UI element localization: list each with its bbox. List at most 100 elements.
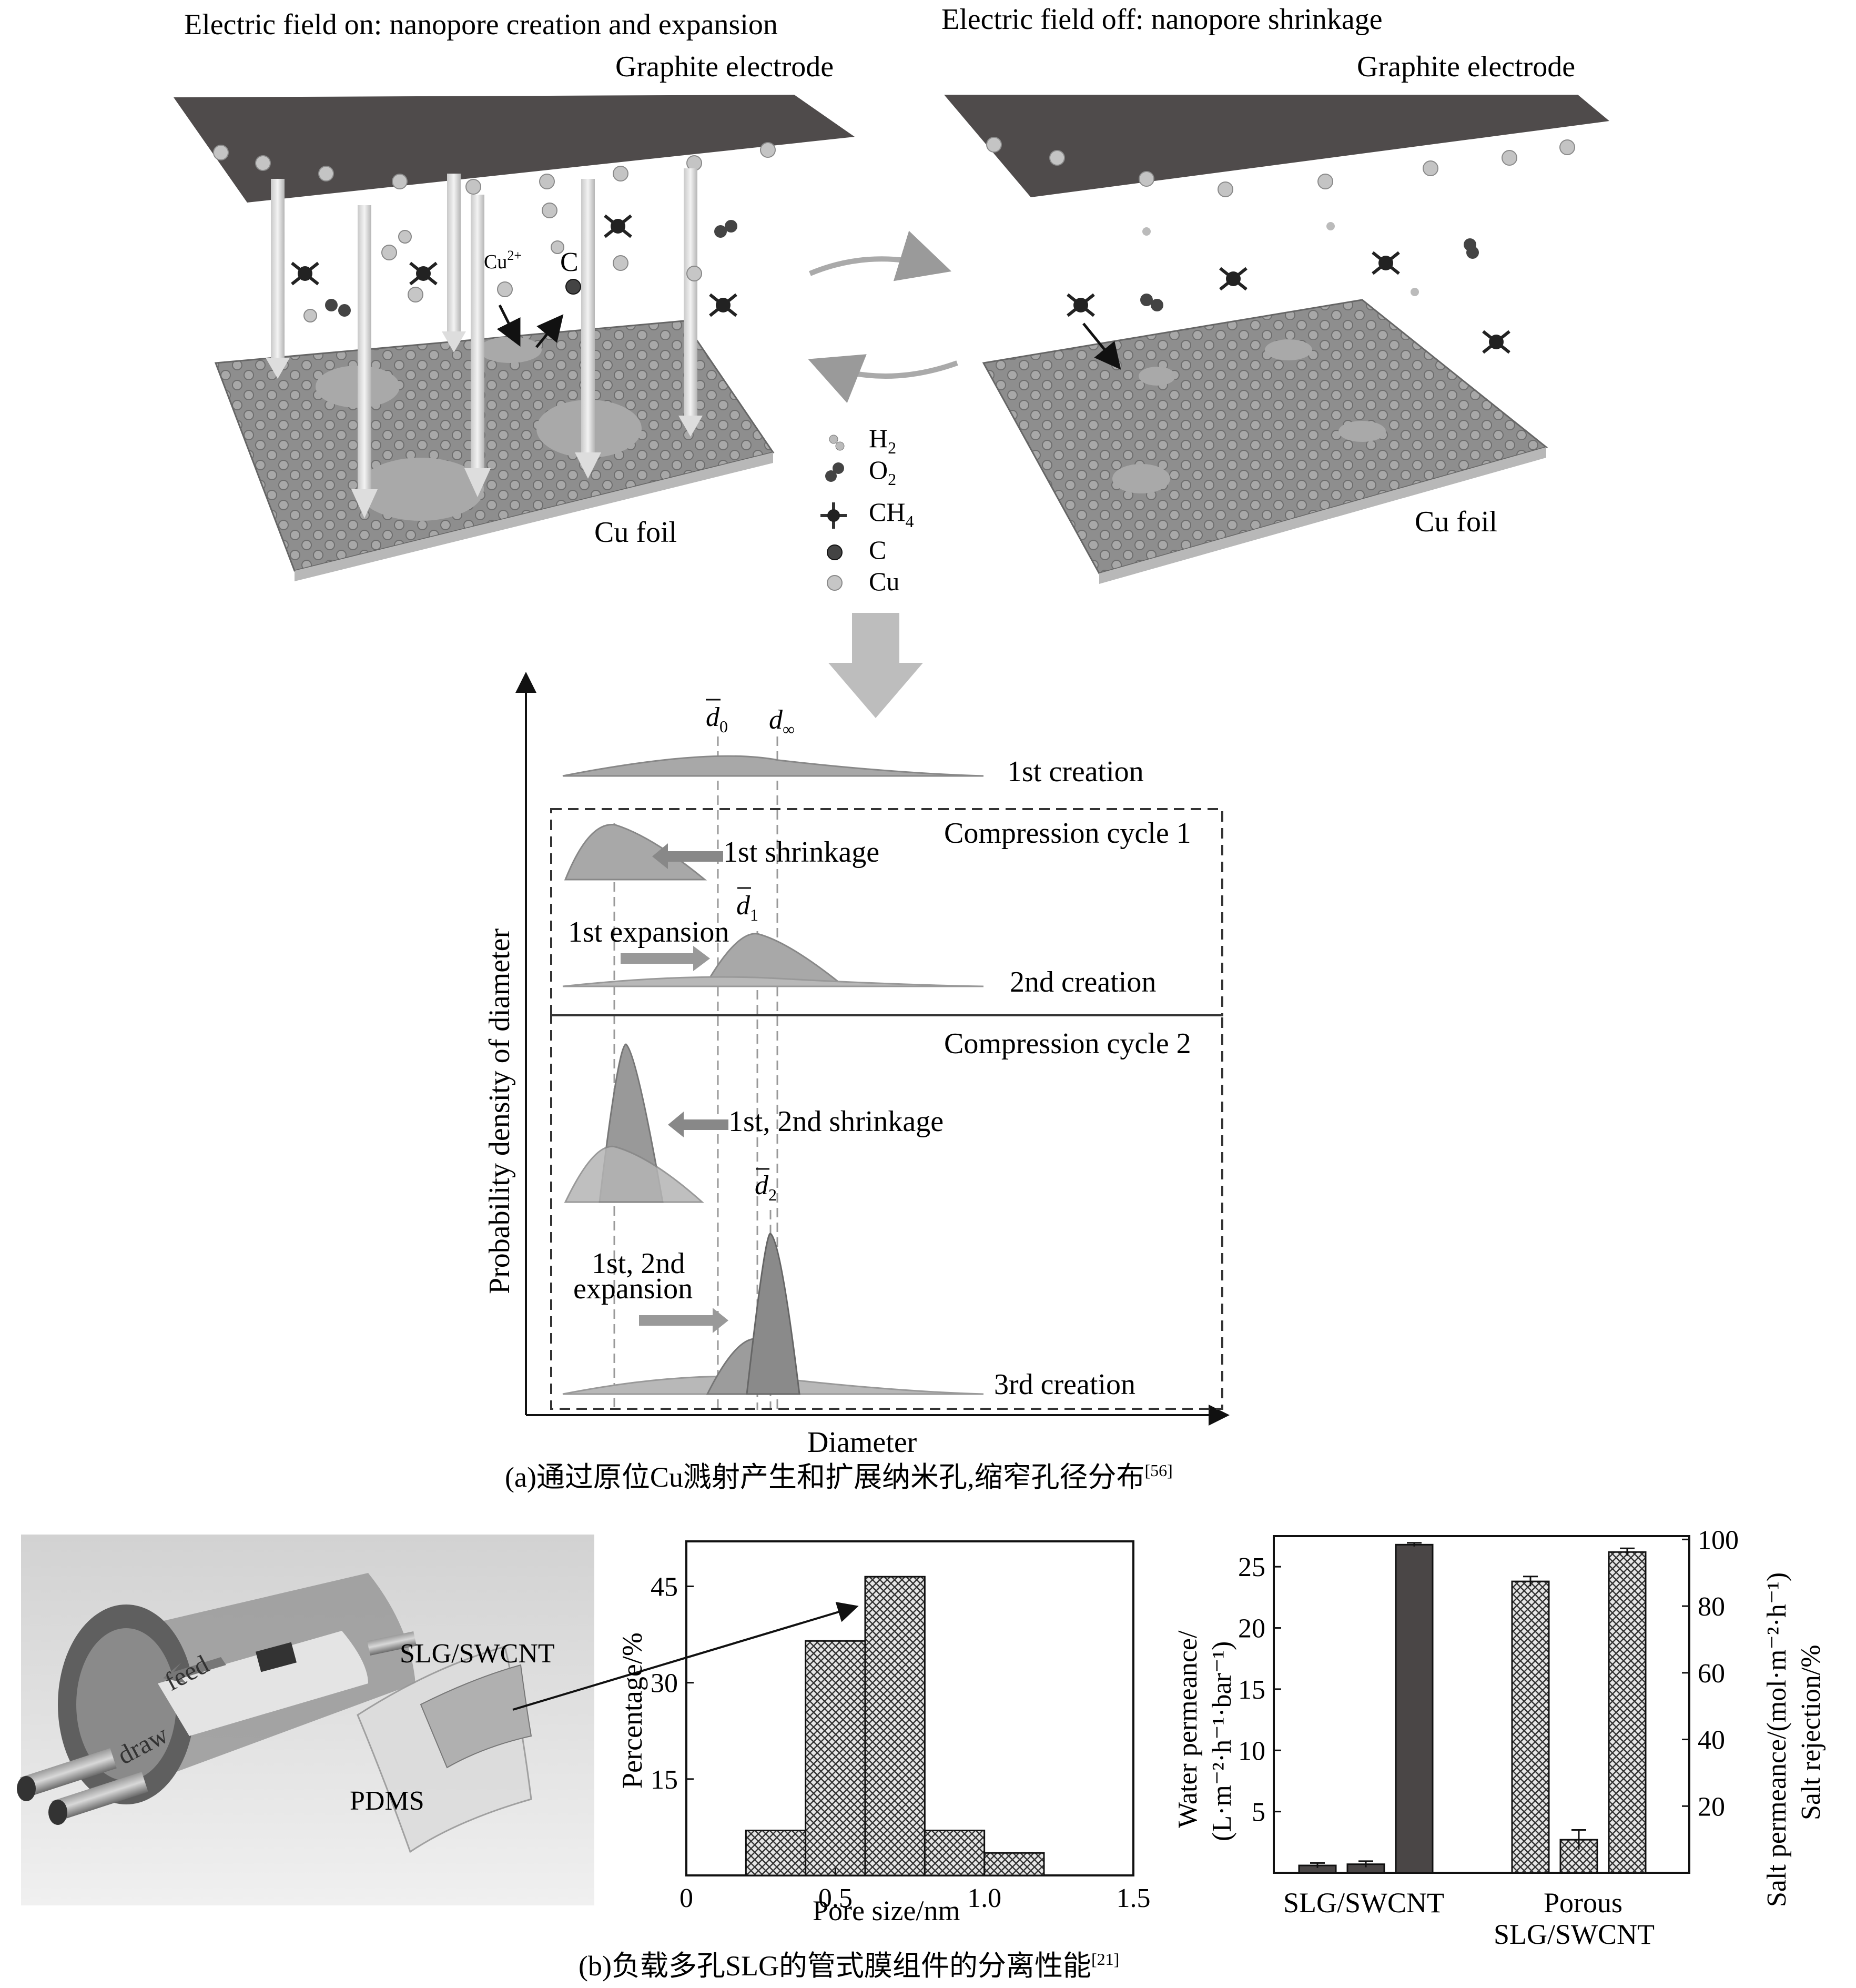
species-legend: H2 O2 CH4 C Cu xyxy=(820,423,914,596)
label-3rd-creation: 3rd creation xyxy=(994,1368,1135,1401)
dist-3rd-creation-peak xyxy=(746,1233,800,1395)
legend-o2-label: O2 xyxy=(869,455,896,489)
dist-2nd-creation-base xyxy=(562,976,984,987)
label-12-expansion-l1: 1st, 2nd xyxy=(592,1247,685,1280)
field-columns xyxy=(266,168,703,518)
permeance-bar-3 xyxy=(1395,1543,1434,1874)
histogram-y-tick-label: 45 xyxy=(651,1572,678,1602)
pdms-label: PDMS xyxy=(350,1786,424,1816)
permeance-category-2-l1: Porous xyxy=(1544,1887,1622,1919)
d0-label: d0 xyxy=(706,702,728,736)
cycle-1-box xyxy=(550,808,1223,1016)
permeance-left-tick-label: 20 xyxy=(1238,1614,1265,1644)
histogram-bar-3 xyxy=(864,1576,926,1876)
permeance-y-label-left-2: (L·m⁻²·h⁻¹·bar⁻¹) xyxy=(1207,1641,1237,1841)
big-down-arrow xyxy=(828,613,923,718)
x-axis-label: Diameter xyxy=(807,1426,917,1459)
label-1st-shrinkage: 1st shrinkage xyxy=(723,836,879,869)
permeance-category-2-l2: SLG/SWCNT xyxy=(1494,1919,1655,1950)
legend-cu-label: Cu xyxy=(869,567,899,596)
legend-h2-label: H2 xyxy=(869,423,896,457)
legend-c-label: C xyxy=(869,535,886,564)
histogram-x-tick-label: 1.5 xyxy=(1117,1883,1151,1913)
caption-a: (a)通过原位Cu溅射产生和扩展纳米孔,缩窄孔径分布[56] xyxy=(505,1461,1173,1493)
cycle-arrow-forward xyxy=(809,230,952,281)
permeance-y-label-right-2: Salt rejection/% xyxy=(1796,1644,1826,1820)
legend-ch4-label: CH4 xyxy=(869,497,914,531)
label-12-shrinkage: 1st, 2nd shrinkage xyxy=(728,1105,944,1138)
graphite-electrode-left xyxy=(174,95,855,203)
feed-arrow xyxy=(163,1657,226,1683)
legend-o2-icon xyxy=(825,462,844,482)
permeance-bars xyxy=(1298,1542,1647,1874)
tubular-module xyxy=(17,1573,417,1825)
permeance-y-label-left-1: Water permeance/ xyxy=(1173,1630,1203,1828)
label-12-expansion-l2: expansion xyxy=(573,1273,693,1305)
permeance-right-tick-label: 60 xyxy=(1698,1659,1725,1689)
carbon-label: C xyxy=(560,247,579,277)
legend-h2-icon xyxy=(829,435,845,451)
d2-label: d2 xyxy=(755,1170,777,1204)
histogram-y-tick-label: 15 xyxy=(651,1765,678,1795)
cycle-2-label: Compression cycle 2 xyxy=(944,1027,1191,1060)
histogram-y-tick-label: 30 xyxy=(651,1669,678,1699)
electrode-label-left: Graphite electrode xyxy=(615,51,834,83)
molecules-left xyxy=(291,203,737,322)
graphite-electrode-right xyxy=(944,95,1609,197)
permeance-left-tick-label: 10 xyxy=(1238,1736,1265,1766)
permeance-bar-6 xyxy=(1608,1551,1647,1874)
caption-b: (b)负载多孔SLG的管式膜组件的分离性能[21] xyxy=(579,1950,1119,1982)
electrode-left-atoms xyxy=(213,142,776,195)
permeance-y-label-right-1: Salt permeance/(mol·m⁻²·h⁻¹) xyxy=(1762,1572,1792,1907)
legend-c-icon xyxy=(827,544,843,560)
module-illustration: feed draw SLG/SWCNT PDMS xyxy=(17,1535,859,1905)
cu-foil-label-right: Cu foil xyxy=(1415,506,1497,538)
slg-swcnt-sheet xyxy=(420,1664,532,1769)
dist-2nd-creation xyxy=(703,933,847,987)
dist-1st-creation xyxy=(562,755,984,777)
histogram-x-tick-label: 0 xyxy=(679,1883,693,1913)
electrode-label-right: Graphite electrode xyxy=(1357,51,1575,83)
molecules-right xyxy=(1067,222,1510,354)
permeance-frame xyxy=(1273,1535,1690,1874)
carbon-release-arrow xyxy=(535,314,564,348)
histogram-bar-5 xyxy=(983,1852,1045,1876)
label-2nd-creation: 2nd creation xyxy=(1010,966,1156,998)
panel-a-schematic: Electric field on: nanopore creation and… xyxy=(174,3,1609,718)
permeance-right-tick-label: 40 xyxy=(1698,1725,1725,1755)
cu-foil-label-left: Cu foil xyxy=(594,516,677,549)
cycle-2-box xyxy=(550,1014,1223,1410)
cu-foil-right xyxy=(982,299,1548,584)
histogram-x-tick-label: 1.0 xyxy=(967,1883,1001,1913)
legend-cu-icon xyxy=(827,575,843,591)
expand-arrow-1 xyxy=(621,946,710,971)
histogram-bars xyxy=(745,1576,1045,1876)
permeance-right-tick-label: 80 xyxy=(1698,1592,1725,1622)
permeance-left-tick-label: 25 xyxy=(1238,1552,1265,1582)
legend-ch4-icon xyxy=(820,502,847,529)
histogram-ticks: 0 0.5 1.0 1.5 15 30 45 xyxy=(651,1572,1151,1913)
electrode-right-atoms xyxy=(986,137,1575,197)
shrink-arrow-1 xyxy=(652,843,723,869)
title-field-on: Electric field on: nanopore creation and… xyxy=(184,8,778,41)
shrink-arrow-2 xyxy=(668,1112,728,1137)
slg-swcnt-label: SLG/SWCNT xyxy=(400,1639,555,1669)
permeance-left-tick-label: 5 xyxy=(1252,1798,1265,1828)
dinf-label: d∞ xyxy=(769,705,795,739)
permeance-right-tick-label: 100 xyxy=(1698,1525,1739,1555)
histogram-bar-2 xyxy=(805,1640,866,1876)
expand-arrow-2 xyxy=(639,1308,728,1333)
permeance-bar-4 xyxy=(1511,1580,1550,1874)
ch4-adsorb-arrow xyxy=(1082,322,1121,370)
histogram-x-tick-label: 0.5 xyxy=(818,1883,853,1913)
permeance-category-1: SLG/SWCNT xyxy=(1283,1887,1444,1919)
histogram-bar-1 xyxy=(745,1830,807,1876)
d1-label: d1 xyxy=(736,891,758,924)
label-1st-expansion: 1st expansion xyxy=(568,916,729,948)
histogram-bar-4 xyxy=(924,1830,986,1876)
histogram-x-label: Pore size/nm xyxy=(813,1895,960,1926)
